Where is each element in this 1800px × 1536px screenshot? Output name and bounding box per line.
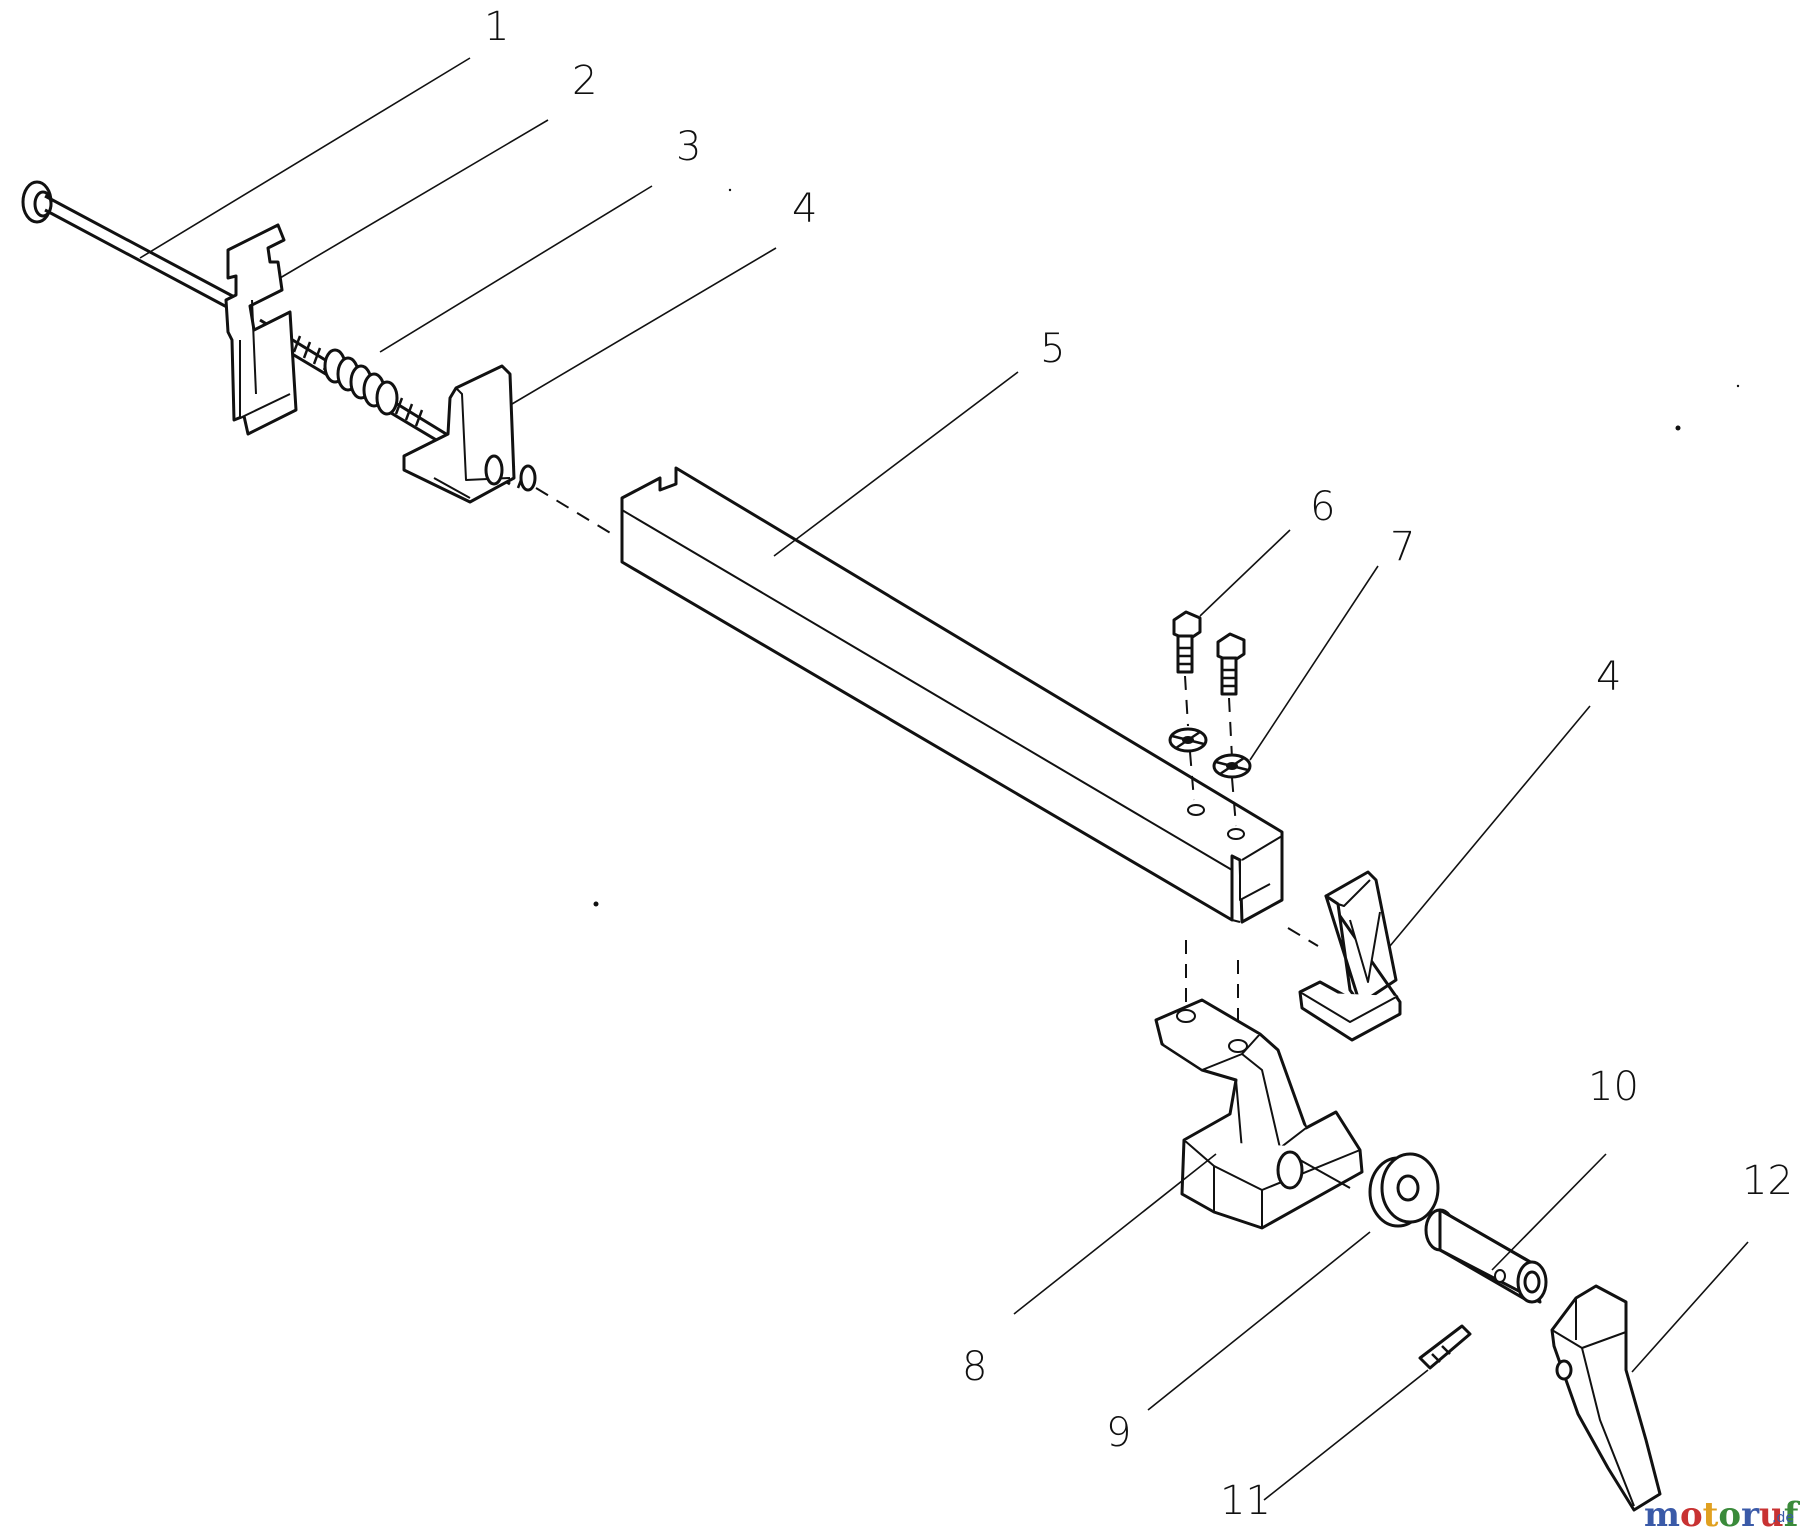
part-4-block-left (402, 364, 516, 504)
part-9-washer (1368, 1152, 1440, 1228)
part-5-beam (620, 466, 1284, 924)
callout-9: 9 (1106, 1410, 1131, 1456)
part-12-lever-handle (1550, 1284, 1662, 1512)
callout-4-right: 4 (1596, 654, 1621, 700)
callouts: 1 2 3 4 5 6 7 4 10 12 8 9 11 (484, 4, 1793, 1524)
watermark-logo: motoruf .de (1644, 1495, 1800, 1535)
part-2-bracket-plate (224, 223, 298, 436)
part-8-base-bracket (1154, 998, 1364, 1230)
callout-6: 6 (1310, 484, 1335, 530)
callout-1: 1 (484, 4, 509, 50)
callout-8: 8 (962, 1344, 987, 1390)
part-10-pin (1424, 1208, 1548, 1304)
part-6-bolts (1172, 610, 1246, 827)
callout-10: 10 (1588, 1064, 1639, 1110)
part-11-roll-pin (1418, 1324, 1472, 1370)
leader-lines (139, 57, 1749, 1501)
callout-11: 11 (1220, 1478, 1271, 1524)
callout-2: 2 (572, 58, 597, 104)
callout-4-left: 4 (792, 186, 817, 232)
part-4-block-right (1287, 870, 1402, 1042)
callout-7: 7 (1390, 524, 1415, 570)
callout-12: 12 (1742, 1158, 1793, 1204)
callout-3: 3 (676, 124, 701, 170)
part-7-lock-washers (1168, 727, 1252, 779)
callout-5: 5 (1040, 326, 1065, 372)
watermark-text: motoruf (1644, 1495, 1800, 1535)
part-3-spring (323, 348, 399, 416)
watermark-suffix: .de (1772, 1510, 1794, 1526)
